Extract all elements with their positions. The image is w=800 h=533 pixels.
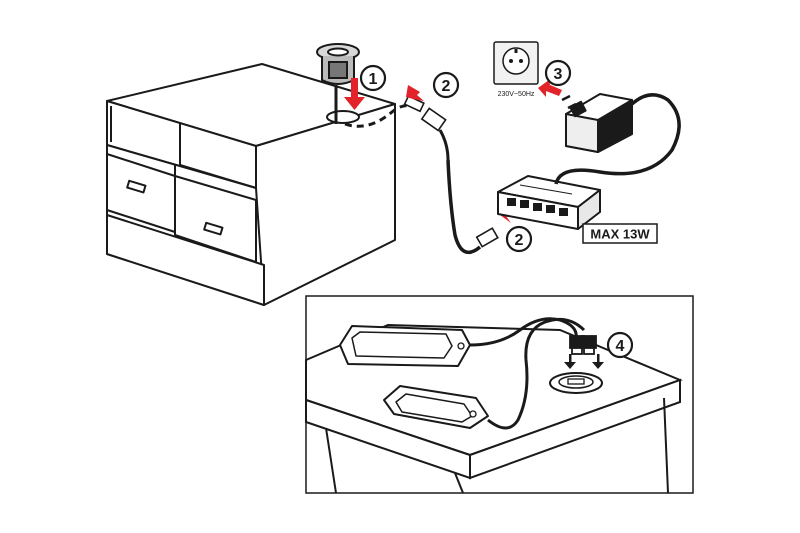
black-arrows-step-4 [564,354,604,369]
svg-text:2: 2 [442,78,451,95]
step-badge-2-top: 2 [432,71,460,99]
svg-text:1: 1 [369,71,378,88]
step-badge-2-bottom: 2 [505,225,533,253]
red-arrow-step-2-top [406,85,424,101]
power-adapter-icon [561,93,633,153]
red-arrow-step-1 [344,78,365,110]
tablet-cable [469,317,578,347]
step-badge-1: 1 [359,64,387,92]
wall-socket-icon: 230V~50Hz [493,41,539,98]
cable-to-adapter [554,93,681,185]
svg-text:4: 4 [616,338,625,355]
voltage-label: 230V~50Hz [498,91,535,98]
step-badge-3: 3 [544,59,572,87]
led-distributor-icon [497,175,601,230]
flush-socket-icon [316,43,360,85]
svg-text:3: 3 [554,66,563,83]
red-arrow-step-3 [538,80,562,97]
max-power-badge: MAX 13W [582,223,658,244]
connector-plug-bottom [475,227,499,248]
connector-plug-top [403,94,450,161]
phone-cable [487,317,586,430]
nightstand [106,63,396,306]
usb-plugs-icon [569,335,597,355]
tablet-icon [339,325,471,367]
cable-to-distributor [446,159,482,255]
hidden-cable [344,104,411,128]
step-badge-4: 4 [606,331,634,359]
max-power-label: MAX 13W [590,227,650,242]
svg-text:2: 2 [515,232,524,249]
smartphone-icon [383,385,489,429]
usb-charger-icon [549,372,603,394]
